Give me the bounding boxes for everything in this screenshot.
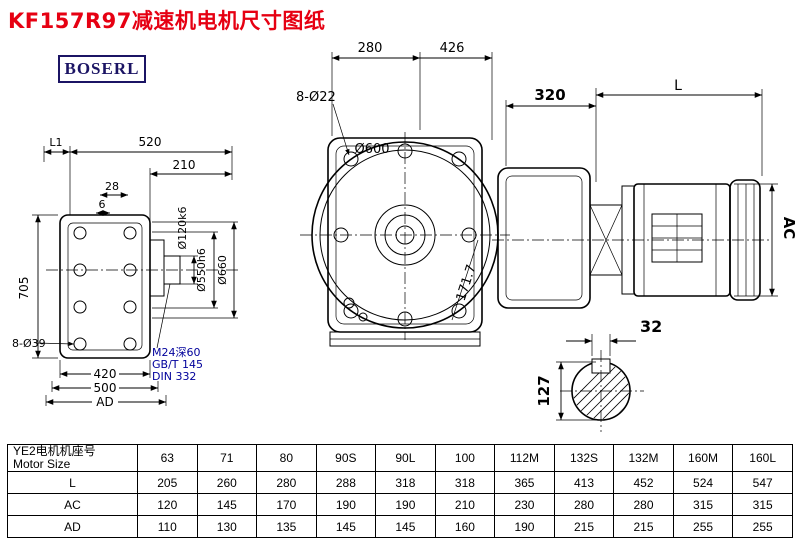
dim-l1-label: L1 (49, 136, 62, 149)
table-cell: 120 (137, 493, 198, 516)
table-cell: 190 (494, 515, 555, 538)
table-row-l: L 205 260 280 288 318 318 365 413 452 52… (7, 471, 793, 494)
table-cell: 315 (672, 493, 734, 516)
table-cell: 255 (732, 515, 793, 538)
dim-705-label: 705 (17, 277, 31, 300)
table-cell: 190 (315, 493, 377, 516)
dim-660-label: Ø660 (216, 255, 229, 285)
table-cell: 210 (434, 493, 496, 516)
row-label-ac: AC (7, 493, 138, 516)
table-header-row: YE2电机机座号 Motor Size 63 71 80 90S 90L 100… (7, 444, 793, 472)
table-header-motor-size: YE2电机机座号 Motor Size (7, 444, 138, 472)
front-view: 280 426 8-Ø22 Ø600 171.7 (296, 41, 510, 347)
size-col-header: 160L (732, 444, 793, 472)
table-cell: 280 (613, 493, 674, 516)
table-cell: 215 (613, 515, 674, 538)
table-cell: 260 (196, 471, 258, 494)
header-en: Motor Size (13, 457, 71, 471)
dim-320-label: 320 (534, 86, 565, 104)
brand-logo: BOSERL (58, 55, 146, 83)
size-col-header: 132S (553, 444, 615, 472)
table-cell: 524 (672, 471, 734, 494)
side-view: 320 L AC (492, 78, 798, 309)
header-cn: YE2电机机座号 (13, 444, 96, 458)
table-cell: 452 (613, 471, 674, 494)
size-col-header: 132M (613, 444, 674, 472)
table-cell: 145 (375, 515, 436, 538)
table-cell: 205 (137, 471, 198, 494)
page-title: KF157R97减速机电机尺寸图纸 (8, 9, 326, 33)
dim-426-label: 426 (440, 41, 465, 56)
dim-l-label: L (674, 78, 682, 94)
dim-8xd39-label: 8-Ø39 (12, 337, 46, 350)
dim-420-label: 420 (94, 367, 117, 381)
shaft-section-view: 32 127 (535, 317, 662, 432)
table-cell: 145 (196, 493, 258, 516)
table-cell: 280 (553, 493, 615, 516)
table-cell: 130 (196, 515, 258, 538)
note-m24: M24深60 (152, 346, 201, 359)
dim-8xd22-label: 8-Ø22 (296, 90, 336, 105)
table-cell: 110 (137, 515, 198, 538)
dim-500-label: 500 (94, 381, 117, 395)
dim-6-label: 6 (99, 198, 106, 211)
left-view: L1 520 210 28 6 705 Ø120k6 (12, 135, 240, 409)
table-cell: 230 (494, 493, 555, 516)
row-label-ad: AD (7, 515, 138, 538)
dim-600-label: Ø600 (354, 142, 389, 157)
dim-520-label: 520 (139, 135, 162, 149)
size-col-header: 80 (256, 444, 317, 472)
table-cell: 145 (315, 515, 377, 538)
dim-550-label: Ø550h6 (195, 248, 208, 292)
table-cell: 255 (672, 515, 734, 538)
dim-ad-label: AD (96, 395, 113, 409)
dim-210-label: 210 (173, 158, 196, 172)
size-col-header: 100 (434, 444, 496, 472)
table-cell: 215 (553, 515, 615, 538)
dim-32-label: 32 (640, 317, 662, 336)
motor-size-table: YE2电机机座号 Motor Size 63 71 80 90S 90L 100… (7, 444, 793, 538)
table-cell: 318 (434, 471, 496, 494)
dim-280-label: 280 (358, 41, 383, 56)
size-col-header: 112M (494, 444, 555, 472)
size-col-header: 160M (672, 444, 734, 472)
dim-28-label: 28 (105, 180, 119, 193)
table-cell: 547 (732, 471, 793, 494)
table-cell: 318 (375, 471, 436, 494)
table-cell: 315 (732, 493, 793, 516)
table-cell: 170 (256, 493, 317, 516)
table-cell: 190 (375, 493, 436, 516)
table-row-ac: AC 120 145 170 190 190 210 230 280 280 3… (7, 493, 793, 516)
technical-drawing: L1 520 210 28 6 705 Ø120k6 (12, 41, 798, 432)
size-col-header: 90L (375, 444, 436, 472)
note-din332: DIN 332 (152, 370, 196, 383)
table-cell: 280 (256, 471, 317, 494)
note-gbt145: GB/T 145 (152, 358, 203, 371)
dim-127-label: 127 (535, 375, 553, 406)
table-cell: 160 (434, 515, 496, 538)
row-label-l: L (7, 471, 138, 494)
table-cell: 365 (494, 471, 555, 494)
table-cell: 288 (315, 471, 377, 494)
table-row-ad: AD 110 130 135 145 145 160 190 215 215 2… (7, 515, 793, 538)
size-col-header: 63 (137, 444, 198, 472)
size-col-header: 71 (196, 444, 258, 472)
table-cell: 413 (553, 471, 615, 494)
table-cell: 135 (256, 515, 317, 538)
size-col-header: 90S (315, 444, 377, 472)
dim-ac-label: AC (780, 217, 798, 240)
dim-shaft-dia-label: Ø120k6 (176, 206, 189, 249)
